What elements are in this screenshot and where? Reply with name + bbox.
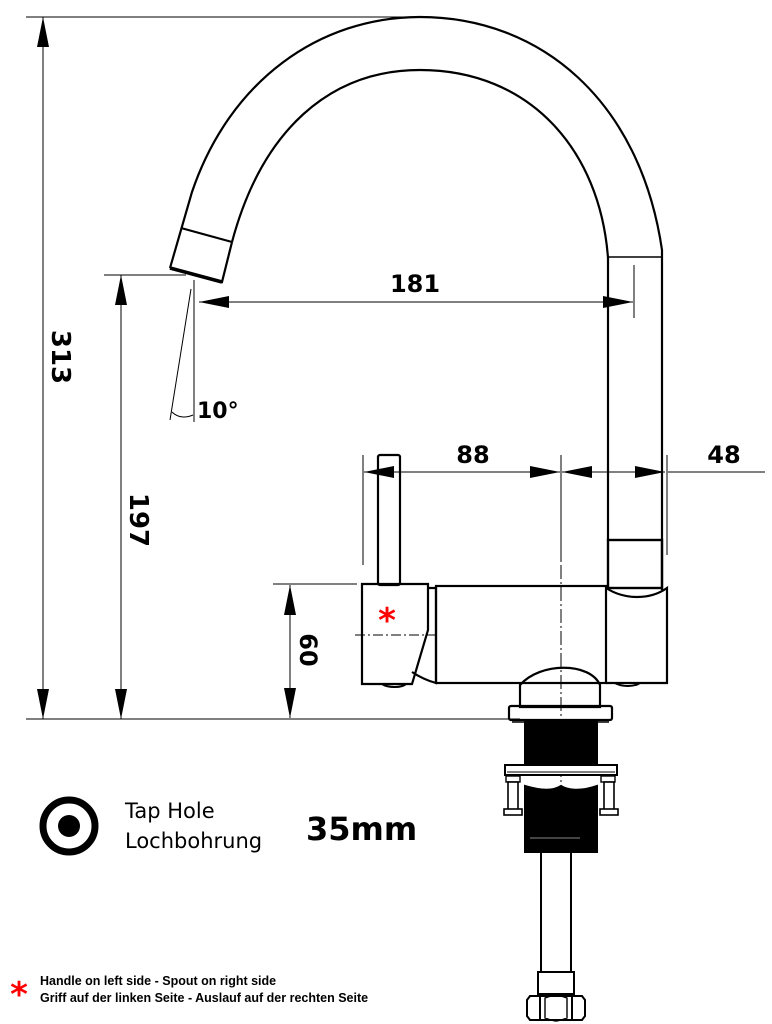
dimension-label-total-height: 313 — [45, 330, 75, 384]
orientation-note: * Handle on left side - Spout on right s… — [10, 974, 368, 1015]
dimension-outlet-height: 197 — [104, 274, 186, 719]
note-line-de: Griff auf der linken Seite - Auslauf auf… — [40, 991, 368, 1005]
note-line-en: Handle on left side - Spout on right sid… — [40, 974, 276, 988]
tap-hole-size: 35mm — [306, 810, 417, 848]
dimension-handle-offset: 88 — [362, 441, 562, 565]
tap-hole-label-en: Tap Hole — [124, 799, 215, 823]
dimension-spout-angle: 10° — [169, 280, 239, 424]
dimension-label-body-height: 60 — [294, 633, 322, 666]
dimension-label-spout-offset: 48 — [707, 441, 740, 469]
handle-marker-icon: * — [378, 601, 396, 641]
supply-hose — [526, 852, 586, 1022]
spout — [168, 15, 664, 590]
dimension-label-spout-angle: 10° — [197, 399, 239, 424]
dimension-label-outlet-height: 197 — [123, 493, 153, 547]
note-marker-icon: * — [10, 975, 28, 1015]
dimension-label-spout-reach: 181 — [390, 270, 440, 298]
tap-hole-icon — [39, 796, 99, 856]
mounting-shank — [503, 721, 619, 853]
tap-hole-label-de: Lochbohrung — [125, 829, 262, 853]
tap-hole-legend: Tap Hole Lochbohrung 35mm — [39, 796, 417, 856]
dimension-label-handle-offset: 88 — [456, 441, 489, 469]
dimension-spout-offset: 48 — [562, 441, 765, 555]
dimension-body-height: 60 — [273, 583, 357, 718]
dimension-spout-reach: 181 — [199, 265, 635, 318]
dimension-total-height: 313 — [26, 16, 520, 720]
